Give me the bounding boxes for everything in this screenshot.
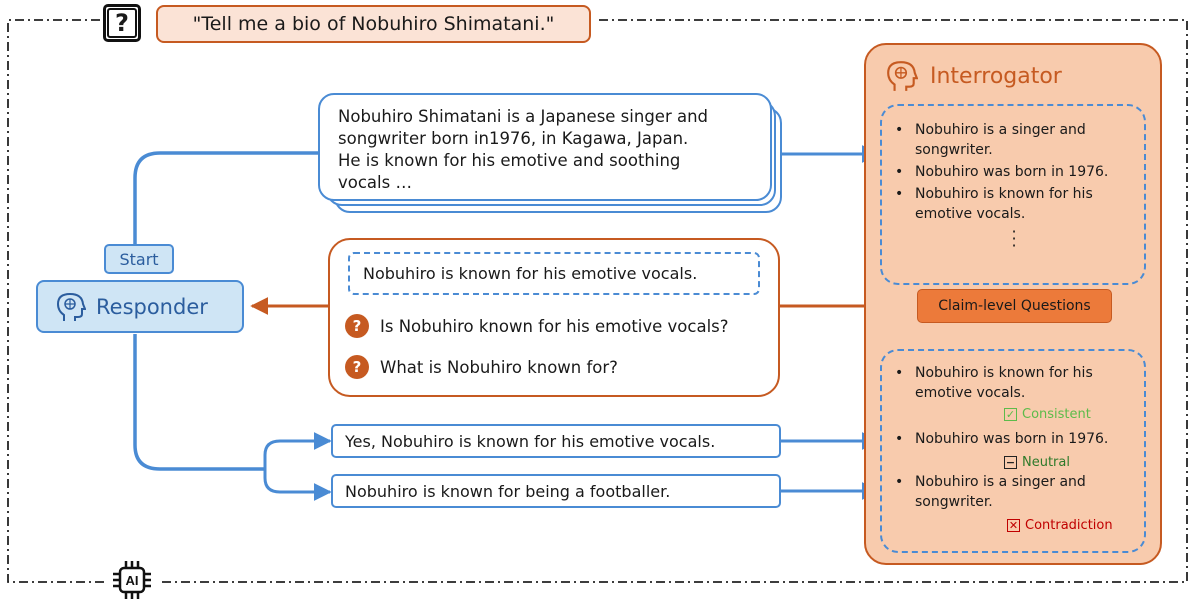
response-line-3: He is known for his emotive and soothing (338, 151, 681, 170)
ellipsis-vertical-icon: ··· (1011, 222, 1017, 255)
bullet-marker: • (895, 164, 904, 180)
bullet-marker: • (895, 431, 904, 447)
verdict-claim-3: • Nobuhiro is a singer and songwriter. (895, 472, 1140, 512)
start-label: Start (104, 244, 174, 274)
bullet-marker: • (895, 474, 904, 490)
ai-chip-label: AI (126, 573, 139, 588)
question-row-2: ? What is Nobuhiro known for? (345, 354, 618, 380)
neutral-label: Neutral (1022, 454, 1070, 470)
response-line-2: songwriter born in1976, in Kagawa, Japan… (338, 129, 689, 148)
question-marker-icon: ? (345, 314, 369, 338)
cross-icon: ✕ (1007, 518, 1020, 532)
claim-3-line-1: Nobuhiro is known for his (915, 186, 1093, 202)
claim-3: • Nobuhiro is known for his emotive voca… (895, 184, 1140, 224)
answer-fork (263, 439, 330, 494)
claim-level-questions-label: Claim-level Questions (917, 289, 1112, 323)
claim-2: • Nobuhiro was born in 1976. (895, 162, 1140, 182)
contradiction-label: Contradiction (1025, 517, 1113, 533)
bullet-marker: • (895, 186, 904, 202)
interrogator-header: Interrogator (886, 56, 1062, 96)
responder-to-answers-connector (133, 334, 265, 471)
answer-2: Nobuhiro is known for being a footballer… (331, 474, 781, 508)
claim-2-text: Nobuhiro was born in 1976. (915, 164, 1109, 180)
start-connector (133, 151, 320, 244)
claims-box (880, 104, 1146, 285)
contradiction-tag: ✕ Contradiction (1007, 516, 1113, 534)
questions-panel (328, 238, 780, 397)
question-mark-glyph: ? (107, 8, 137, 38)
verdict-claim-2: • Nobuhiro was born in 1976. (895, 429, 1140, 449)
interrogator-title: Interrogator (930, 63, 1062, 89)
question-marker-icon: ? (345, 355, 369, 379)
claim-3-line-2: emotive vocals. (915, 206, 1026, 222)
bullet-marker: • (895, 365, 904, 381)
check-icon: ✓ (1004, 407, 1017, 421)
verdict-claim-2-text: Nobuhiro was born in 1976. (915, 431, 1109, 447)
verdict-claim-1-line-1: Nobuhiro is known for his (915, 365, 1093, 381)
minus-icon: − (1004, 455, 1017, 469)
claim-1-line-1: Nobuhiro is a singer and (915, 122, 1086, 138)
question-row-1: ? Is Nobuhiro known for his emotive voca… (345, 313, 729, 339)
verdicts-box (880, 349, 1146, 553)
ai-chip-icon: AI (110, 558, 154, 602)
neutral-tag: − Neutral (1004, 453, 1070, 471)
response-line-4: vocals … (338, 173, 412, 192)
answer-1: Yes, Nobuhiro is known for his emotive v… (331, 424, 781, 458)
verdict-claim-3-line-1: Nobuhiro is a singer and (915, 474, 1086, 490)
brain-head-icon (56, 292, 86, 321)
response-line-1: Nobuhiro Shimatani is a Japanese singer … (338, 107, 709, 126)
question-icon: ? (103, 4, 141, 42)
bullet-marker: • (895, 122, 904, 138)
brain-head-icon (887, 61, 918, 91)
verdict-claim-1-line-2: emotive vocals. (915, 385, 1026, 401)
claim-box: Nobuhiro is known for his emotive vocals… (348, 252, 760, 295)
responder-label: Responder (96, 294, 208, 319)
question-1: Is Nobuhiro known for his emotive vocals… (380, 316, 729, 336)
responder-node: Responder (36, 280, 244, 333)
claim-1-line-2: songwriter. (915, 142, 993, 158)
question-2: What is Nobuhiro known for? (380, 357, 618, 377)
verdict-claim-1: • Nobuhiro is known for his emotive voca… (895, 363, 1140, 403)
response-card: Nobuhiro Shimatani is a Japanese singer … (318, 93, 772, 201)
consistent-label: Consistent (1022, 406, 1091, 422)
consistent-tag: ✓ Consistent (1004, 405, 1091, 423)
verdict-claim-3-line-2: songwriter. (915, 494, 993, 510)
claim-1: • Nobuhiro is a singer and songwriter. (895, 120, 1140, 160)
outer-frame (7, 19, 1188, 583)
user-query: "Tell me a bio of Nobuhiro Shimatani." (156, 5, 591, 43)
